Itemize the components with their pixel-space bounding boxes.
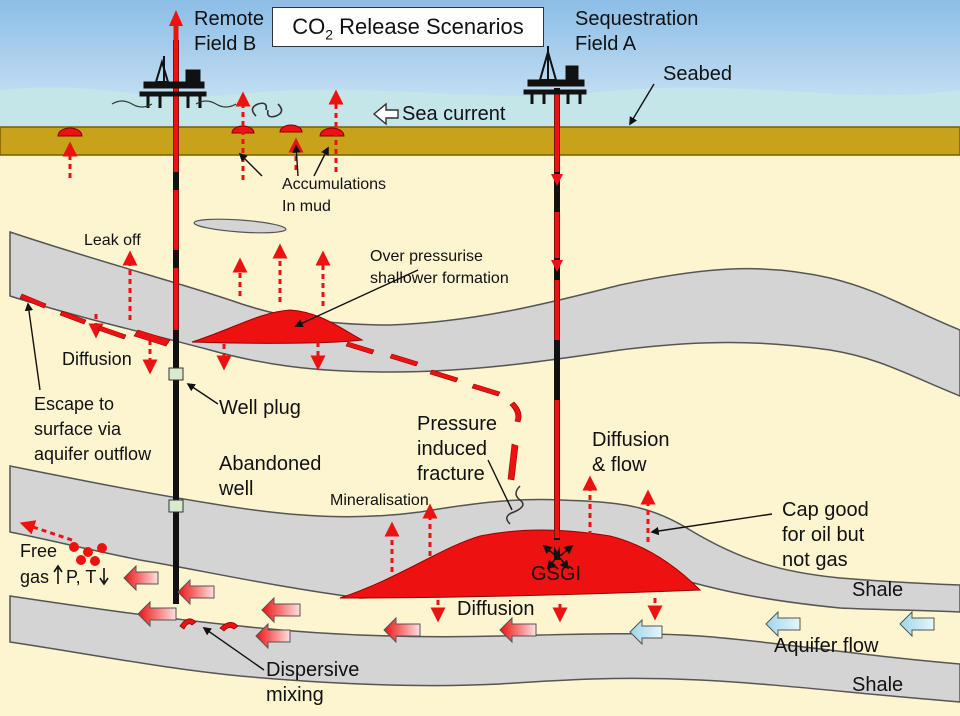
pressure-fracture-line-2: induced <box>417 438 488 460</box>
wave-lines <box>111 100 237 108</box>
seabed-accumulation-3 <box>279 124 303 133</box>
title-suffix: Release Scenarios <box>333 14 524 39</box>
main-co2-plume <box>339 529 702 599</box>
diffusion-flow-label: Diffusion & flow <box>592 428 669 478</box>
abandoned-well-line-1: Abandoned <box>219 453 322 475</box>
over-pressurise-line-1: Over pressurise <box>370 248 483 265</box>
gsgi-label: GSGI <box>531 563 582 585</box>
shallow-co2-accumulation <box>191 309 364 344</box>
gas-label: gas <box>20 567 50 587</box>
over-pressurise-label: Over pressurise shallower formation <box>370 246 509 290</box>
sequestration-field-line-1: Sequestration <box>575 8 699 30</box>
pointer-lines <box>24 83 773 671</box>
dispersive-mixing-line-1: Dispersive <box>266 659 360 681</box>
pressure-fracture-label: Pressure induced fracture <box>417 412 497 487</box>
diffusion-flow-line-1: Diffusion <box>592 429 670 451</box>
injection-well <box>551 88 563 560</box>
pressure-fracture-line-3: fracture <box>417 463 485 485</box>
migration-arrows <box>19 293 522 481</box>
pt-label: P, T <box>66 567 97 587</box>
remote-field-line-2: Field B <box>194 33 257 55</box>
shallow-lens <box>193 218 287 234</box>
dispersive-mixing-label: Dispersive mixing <box>266 658 359 708</box>
abandoned-well-label: Abandoned well <box>219 452 321 502</box>
accumulations-line-1: Accumulations <box>282 176 387 193</box>
seabed-accumulation-4 <box>319 127 345 137</box>
pressure-fracture-line-1: Pressure <box>417 413 498 435</box>
sea-current-label: Sea current <box>402 103 506 125</box>
well-plug-lower <box>168 499 184 513</box>
gsgi-arrows <box>542 544 574 570</box>
free-label: Free <box>20 541 58 561</box>
dispersive-mixing-curls <box>179 618 239 632</box>
dispersive-mixing-line-2: mixing <box>266 684 324 706</box>
accumulations-label: Accumulations In mud <box>282 174 386 218</box>
remote-field-line-1: Remote <box>194 8 265 30</box>
cap-good-line-3: not gas <box>782 549 848 571</box>
shale-lower-label: Shale <box>852 674 904 696</box>
cap-good-line-2: for oil but <box>782 524 865 546</box>
title-prefix: CO <box>292 14 326 39</box>
free-gas-bubbles <box>69 542 107 566</box>
sequestration-field-line-2: Field A <box>575 33 637 55</box>
aquifer-flow-label: Aquifer flow <box>774 635 879 657</box>
well-plug-upper <box>168 367 184 381</box>
sea-current-arrow-icon <box>372 102 399 126</box>
platform-sequestration-field-a <box>523 46 587 104</box>
mud-layer <box>0 126 960 156</box>
sequestration-field-label: Sequestration Field A <box>575 7 698 57</box>
escape-line-2: surface via <box>34 419 122 439</box>
upper-formation <box>9 230 960 397</box>
seabed-label: Seabed <box>663 63 732 85</box>
leak-arrows <box>19 89 663 623</box>
diagram-title: CO2 Release Scenarios <box>272 7 544 47</box>
cap-good-line-1: Cap good <box>782 499 869 521</box>
well-plug-label: Well plug <box>219 397 301 419</box>
over-pressurise-line-2: shallower formation <box>370 270 509 287</box>
seabed-accumulation-1 <box>57 127 83 137</box>
seabed-accumulation-2 <box>231 125 255 134</box>
pressure-up-arrow-icon <box>53 564 63 584</box>
title-subscript: 2 <box>325 26 333 43</box>
mineralisation-label: Mineralisation <box>330 492 429 509</box>
lower-formation <box>9 595 960 703</box>
remote-field-label: Remote Field B <box>194 7 264 57</box>
escape-label: Escape to surface via aquifer outflow <box>34 392 151 467</box>
cap-good-label: Cap good for oil but not gas <box>782 498 869 573</box>
swirl-icon <box>251 102 283 118</box>
temperature-down-arrow-icon <box>99 568 109 586</box>
aquifer-flow-arrows <box>123 564 935 650</box>
escape-line-3: aquifer outflow <box>34 444 152 464</box>
abandoned-well-line-2: well <box>219 478 254 500</box>
diffusion-left-label: Diffusion <box>62 349 132 369</box>
shale-upper-label: Shale <box>852 579 904 601</box>
diffusion-bottom-label: Diffusion <box>457 598 535 620</box>
diffusion-flow-line-2: & flow <box>592 454 647 476</box>
accumulations-line-2: In mud <box>282 198 331 215</box>
leak-off-label: Leak off <box>84 232 141 249</box>
escape-line-1: Escape to <box>34 394 115 414</box>
fracture-squiggle <box>506 485 524 525</box>
